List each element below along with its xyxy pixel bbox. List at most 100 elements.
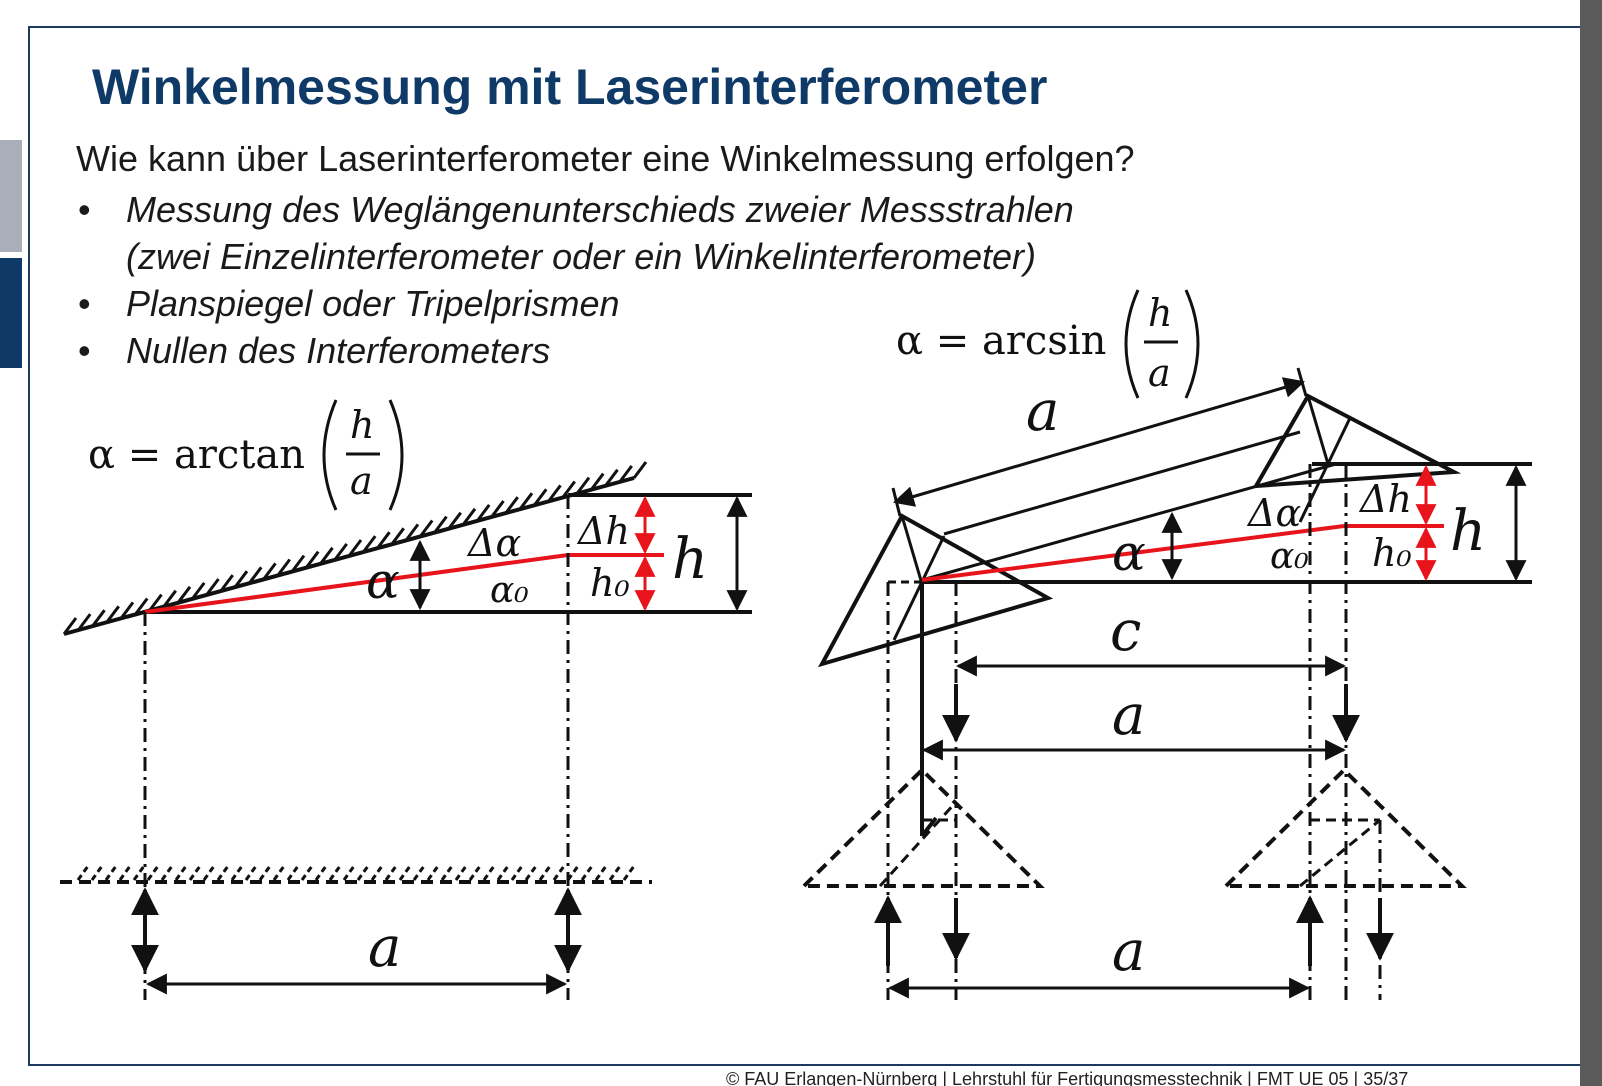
hatch-mark: [333, 543, 348, 561]
hatch-mark: [286, 865, 300, 881]
right-prism-right-inner-1: [1306, 395, 1330, 465]
right-formula-paren-open: [1124, 289, 1140, 399]
right-label-delta-h: Δh: [1358, 477, 1412, 521]
hatch-mark: [230, 865, 244, 881]
left-formula: α = arctan h a: [88, 399, 404, 511]
hatch-mark: [219, 574, 234, 592]
right-prism-left-inner-2: [892, 535, 946, 641]
bullet-dot: •: [78, 189, 91, 230]
right-formula-denominator: a: [1148, 351, 1171, 395]
left-formula-denominator: a: [350, 459, 373, 503]
hatch-mark: [342, 865, 356, 881]
left-label-h: h: [672, 527, 708, 592]
right-reference-prism-right-inner: [1299, 818, 1381, 888]
hatch-mark: [575, 476, 591, 495]
bullet-text: (zwei Einzelinterferometer oder ein Wink…: [126, 236, 1037, 277]
right-prism-right-inner-2: [1298, 417, 1352, 523]
hatch-mark: [618, 464, 633, 483]
hatch-mark: [76, 865, 90, 881]
hatch-mark: [580, 865, 594, 881]
hatch-mark: [356, 865, 370, 881]
slide-title: Winkelmessung mit Laserinterferometer: [92, 59, 1048, 115]
bullet-text: Nullen des Interferometers: [126, 330, 551, 371]
hatch-mark: [461, 507, 477, 526]
hatch-mark: [90, 865, 104, 881]
hatch-mark: [561, 480, 576, 499]
left-label-delta-h: Δh: [576, 509, 630, 553]
slide-question: Wie kann über Laserinterferometer eine W…: [76, 138, 1135, 179]
hatch-mark: [504, 496, 519, 514]
hatch-mark: [244, 865, 258, 881]
right-label-delta-alpha: Δα: [1246, 491, 1301, 535]
hatch-mark: [412, 865, 426, 881]
hatch-mark: [547, 484, 562, 503]
right-label-h0: h₀: [1372, 531, 1412, 575]
hatch-mark: [146, 865, 160, 881]
left-reference-hatching: [76, 865, 636, 881]
hatch-mark: [510, 865, 524, 881]
right-label-h: h: [1450, 499, 1486, 564]
hatch-mark: [119, 601, 135, 620]
hatch-mark: [538, 865, 552, 881]
right-label-a-top: a: [1026, 379, 1059, 444]
right-formula: α = arcsin h a: [896, 289, 1200, 399]
hatch-mark: [62, 617, 78, 635]
left-label-a: a: [368, 915, 401, 980]
hatch-mark: [524, 865, 538, 881]
hatch-mark: [118, 865, 132, 881]
hatch-mark: [552, 865, 566, 881]
right-label-alpha: α: [1112, 524, 1146, 582]
left-label-alpha: α: [366, 552, 400, 610]
left-formula-numerator: h: [350, 403, 374, 447]
hatch-mark: [276, 558, 291, 577]
hatch-mark: [433, 515, 448, 534]
left-formula-paren-close: [388, 399, 404, 511]
hatch-mark: [191, 582, 206, 600]
right-reference-prism-right: [1221, 767, 1467, 888]
hatch-mark: [314, 865, 328, 881]
hatch-mark: [134, 597, 149, 616]
hatch-mark: [608, 865, 622, 881]
right-a-inclined-tick-2: [1296, 367, 1308, 397]
bullet-item: • Nullen des Interferometers: [76, 327, 1074, 374]
right-diagram: [799, 367, 1532, 1000]
hatch-mark: [447, 511, 462, 530]
hatch-mark: [390, 527, 405, 546]
right-label-c: c: [1110, 599, 1141, 664]
hatch-mark: [370, 865, 384, 881]
left-nav-tab-gray[interactable]: [0, 140, 22, 252]
hatch-mark: [594, 865, 608, 881]
hatch-mark: [490, 500, 505, 518]
right-beam: [921, 524, 1345, 582]
hatch-mark: [476, 503, 491, 522]
hatch-mark: [148, 593, 163, 612]
hatch-mark: [398, 865, 412, 881]
window-right-edge: [1580, 0, 1602, 1086]
bullet-item-continuation: (zwei Einzelinterferometer oder ein Wink…: [76, 233, 1074, 280]
hatch-mark: [105, 605, 120, 624]
hatch-mark: [590, 472, 605, 491]
hatch-mark: [518, 492, 534, 511]
hatch-mark: [248, 566, 263, 585]
left-label-h0: h₀: [590, 561, 630, 605]
right-formula-prefix: α = arcsin: [896, 318, 1106, 364]
right-carrier-line: [921, 462, 1337, 582]
hatch-mark: [468, 865, 482, 881]
hatch-mark: [174, 865, 188, 881]
right-prism-right: [1252, 393, 1462, 489]
left-nav-tab-active[interactable]: [0, 258, 22, 368]
left-label-delta-alpha: Δα: [466, 521, 521, 565]
right-reference-prism-left-inner: [878, 800, 958, 888]
hatch-mark: [426, 865, 440, 881]
bullet-dot: •: [78, 330, 91, 371]
hatch-mark: [91, 609, 106, 628]
hatch-mark: [160, 865, 174, 881]
left-diagram: [60, 461, 752, 1000]
hatch-mark: [328, 865, 342, 881]
hatch-mark: [566, 865, 580, 881]
left-formula-paren-open: [322, 399, 338, 511]
left-beam: [144, 553, 569, 614]
hatch-mark: [319, 546, 334, 565]
right-a-inclined-dimension: [892, 377, 1306, 507]
